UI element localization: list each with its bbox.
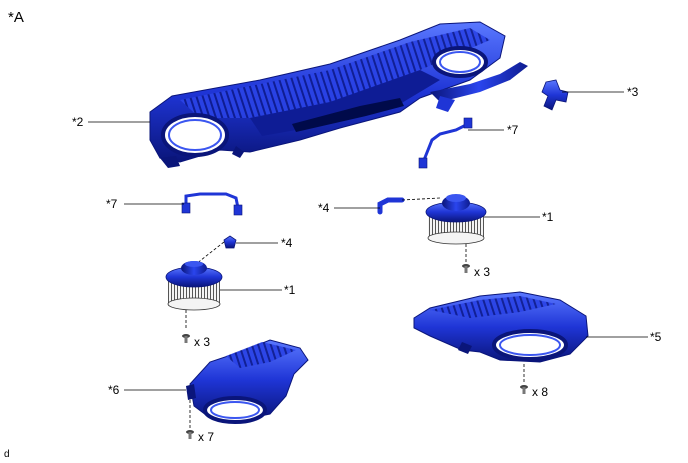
blower-motor-right — [425, 194, 487, 262]
callout-2: *2 — [72, 115, 84, 129]
wire-harness-upper — [418, 117, 473, 169]
callout-5: *5 — [650, 330, 662, 344]
screw-count-case-left: x 7 — [198, 430, 215, 444]
blower-case-left — [186, 339, 309, 428]
screw-icon-case-left — [186, 430, 194, 439]
callout-4-right: *4 — [318, 201, 330, 215]
footer-code: d — [4, 449, 10, 460]
screw-count-blower-left: x 3 — [194, 335, 211, 349]
blower-case-right — [413, 291, 589, 384]
callout-1-left: *1 — [284, 283, 296, 297]
bracket-part — [541, 79, 569, 111]
blower-motor-left — [165, 261, 223, 330]
callout-4-left: *4 — [281, 236, 293, 250]
callout-1-right: *1 — [542, 210, 554, 224]
screw-icon-blower-left — [182, 334, 190, 343]
callout-6: *6 — [108, 383, 120, 397]
screw-icon-blower-right — [462, 264, 470, 273]
screw-icon-case-right — [520, 385, 528, 394]
callout-7-left: *7 — [106, 197, 118, 211]
wire-harness-left — [181, 192, 243, 216]
callout-7-upper: *7 — [507, 123, 519, 137]
connector-left — [195, 235, 237, 265]
figure-label: *A — [8, 9, 24, 26]
housing-assembly — [149, 21, 528, 168]
screw-count-blower-right: x 3 — [474, 265, 491, 279]
callout-3: *3 — [627, 85, 639, 99]
screw-count-case-right: x 8 — [532, 385, 549, 399]
leader-lines — [88, 91, 648, 391]
